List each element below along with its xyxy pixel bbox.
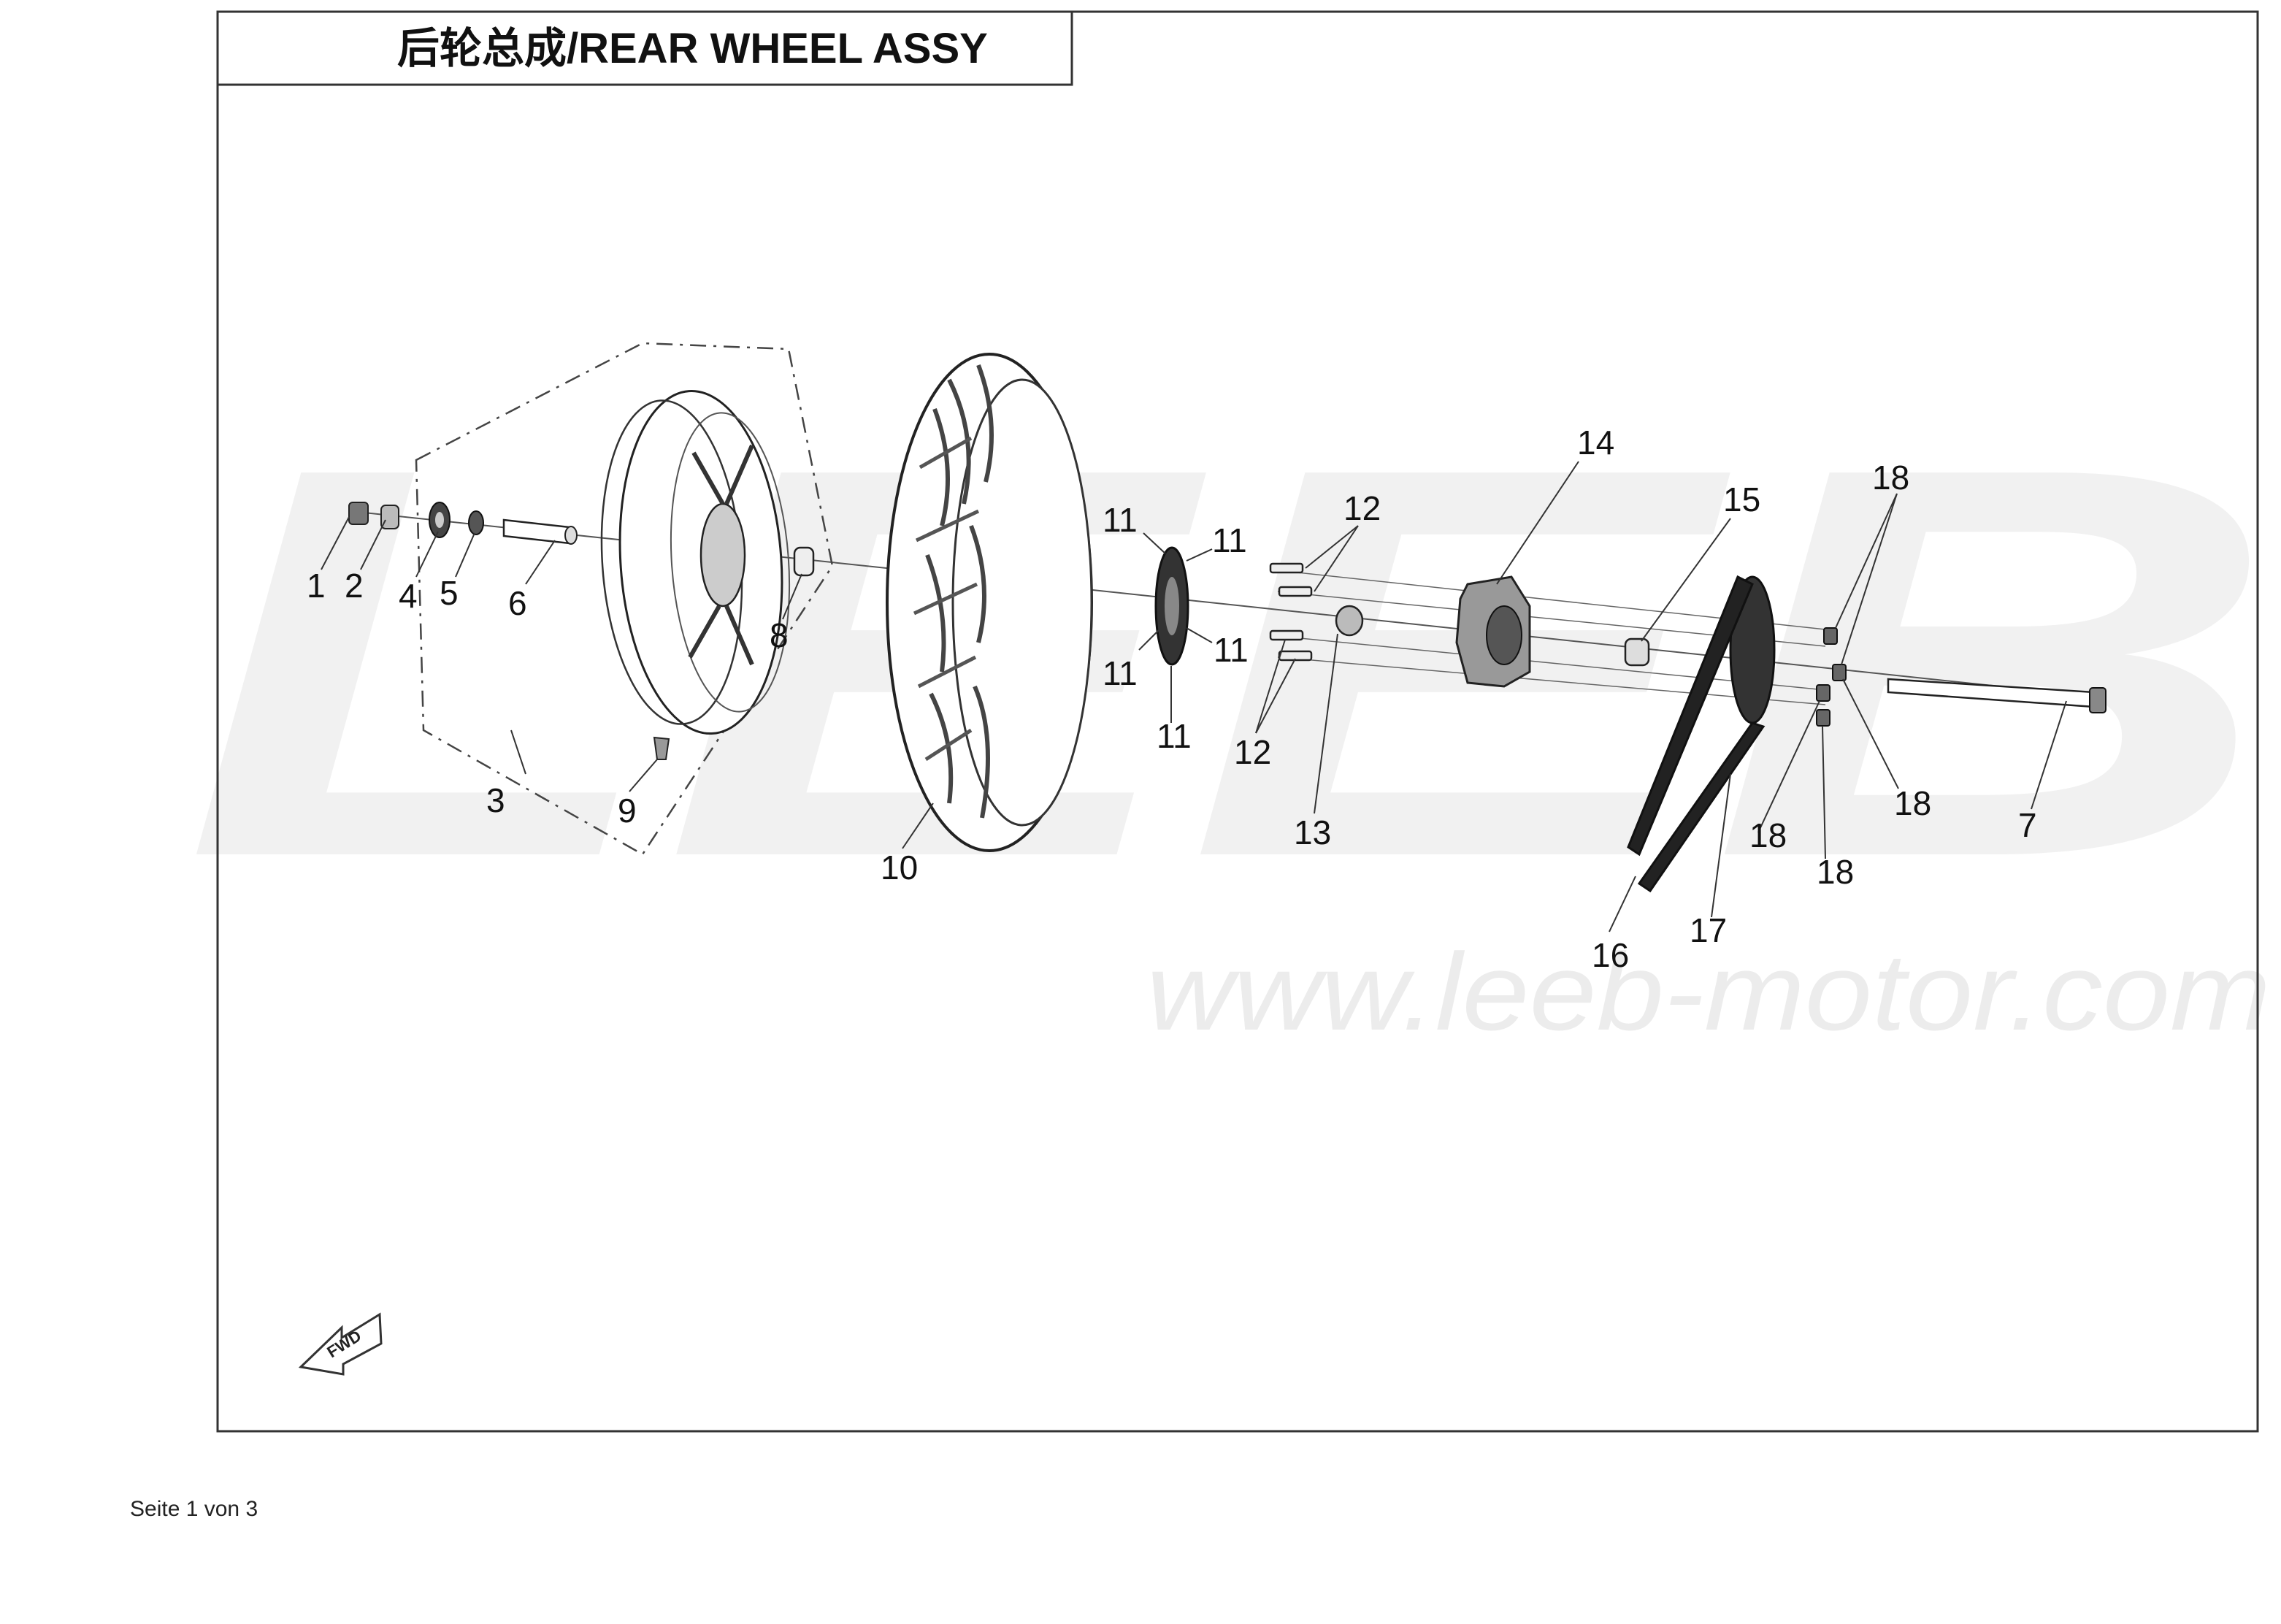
callout-11-d: 11 xyxy=(1214,631,1249,669)
callout-6: 6 xyxy=(508,584,527,622)
diagram-title: 后轮总成/REAR WHEEL ASSY xyxy=(397,25,988,72)
callout-9: 9 xyxy=(618,792,637,830)
callout-17: 17 xyxy=(1690,911,1727,949)
part-rim-3 xyxy=(600,389,791,735)
bolt-line-lower-2 xyxy=(1277,656,1826,705)
callout-1: 1 xyxy=(307,567,326,605)
callout-2: 2 xyxy=(345,567,364,605)
title-box xyxy=(216,10,1073,86)
part-bearing-8 xyxy=(793,546,815,577)
part-collar-15 xyxy=(1624,637,1650,667)
callout-15: 15 xyxy=(1723,480,1760,518)
callout-10: 10 xyxy=(881,849,918,886)
callout-16: 16 xyxy=(1592,936,1629,974)
callout-3: 3 xyxy=(486,781,505,819)
part-tyre-10 xyxy=(886,353,1093,852)
rim-assembly-outline xyxy=(415,342,834,856)
part-collar-2 xyxy=(380,505,399,529)
part-spacer-13 xyxy=(1335,605,1364,637)
callout-7: 7 xyxy=(2018,806,2037,844)
callout-4: 4 xyxy=(399,577,418,615)
part-valve-9 xyxy=(653,736,670,760)
callout-18-a: 18 xyxy=(1872,459,1909,497)
callouts: 1 2 4 5 6 8 3 9 10 11 11 11 11 11 12 12 … xyxy=(307,424,2037,974)
callout-18-d: 18 xyxy=(1894,784,1931,822)
part-nut-1 xyxy=(348,502,369,525)
callout-5: 5 xyxy=(440,574,459,612)
callout-14: 14 xyxy=(1577,424,1614,461)
fwd-arrow-icon: FWD xyxy=(298,1312,383,1376)
callout-11-a: 11 xyxy=(1103,501,1138,539)
callout-11-b: 11 xyxy=(1212,521,1247,559)
watermark-logo: LEEB xyxy=(183,353,2278,973)
part-chain-16 xyxy=(1627,575,1766,893)
part-bolts-12 xyxy=(1269,562,1313,662)
callout-18-b: 18 xyxy=(1749,816,1787,854)
part-seal-5 xyxy=(468,510,484,535)
watermark-url: www.leeb-motor.com xyxy=(1146,930,2271,1053)
callout-12-b: 12 xyxy=(1234,733,1271,771)
part-axle-7 xyxy=(1887,678,2106,713)
leader-lines xyxy=(321,461,2067,932)
part-sprocket-hub-14 xyxy=(1455,575,1531,688)
watermark: LEEB www.leeb-motor.com xyxy=(183,353,2278,1053)
callout-12-a: 12 xyxy=(1343,489,1381,527)
callout-11-c: 11 xyxy=(1103,654,1138,692)
part-bearing-4 xyxy=(429,502,451,538)
callout-11-e: 11 xyxy=(1157,717,1192,755)
callout-18-c: 18 xyxy=(1817,853,1854,891)
part-brake-disc-11 xyxy=(1154,546,1189,666)
callout-13: 13 xyxy=(1294,813,1331,851)
callout-8: 8 xyxy=(770,616,789,654)
page-number-footer: Seite 1 von 3 xyxy=(130,1497,258,1521)
part-spacer-6 xyxy=(502,518,578,545)
diagram-frame xyxy=(216,10,2259,1433)
